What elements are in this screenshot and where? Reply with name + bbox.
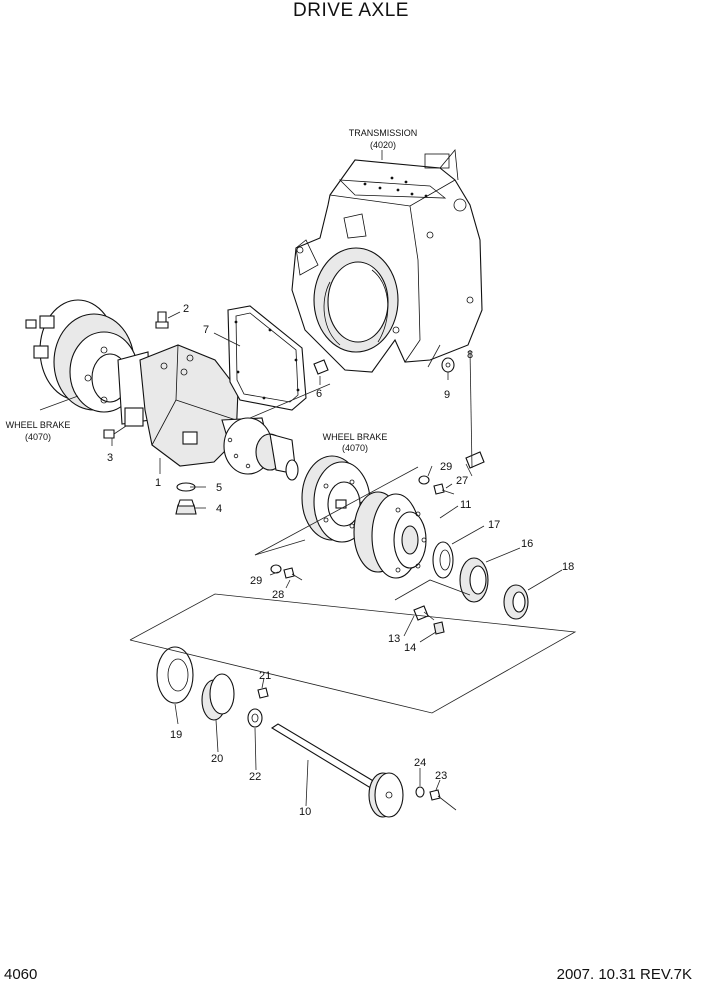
callout-19: 19 [170, 729, 182, 741]
svg-text:(4070): (4070) [25, 432, 51, 442]
pin-6 [313, 359, 329, 375]
axle-housing [117, 344, 299, 481]
callout-10: 10 [299, 806, 311, 818]
page-number: 4060 [4, 966, 38, 983]
assembly-guide-lines [129, 344, 577, 714]
bolt-27 [433, 483, 455, 495]
callout-28: 28 [272, 589, 284, 601]
bolt-3 [103, 425, 127, 439]
callout-24: 24 [414, 757, 426, 769]
svg-text:(4020): (4020) [370, 140, 396, 150]
bolt-8 [465, 451, 485, 477]
bolt-23 [429, 789, 457, 811]
callout-5: 5 [216, 482, 222, 494]
nut-14 [433, 621, 445, 635]
bearing-16 [459, 557, 489, 603]
callout-8: 8 [467, 349, 473, 361]
revision-date: 2007. 10.31 REV.7K [556, 966, 692, 983]
callout-1: 1 [155, 477, 161, 489]
svg-text:(4070): (4070) [342, 443, 368, 453]
callout-11: 11 [460, 499, 471, 511]
wheel-brake-center-reference-label: WHEEL BRAKE (4070) [323, 432, 388, 453]
callout-3: 3 [107, 452, 113, 464]
callout-23: 23 [435, 770, 447, 782]
callout-16: 16 [521, 538, 533, 550]
stud-13 [413, 605, 435, 621]
callout-2: 2 [183, 303, 189, 315]
oil-seal-17 [432, 541, 454, 579]
retainer-20 [201, 673, 235, 721]
svg-text:WHEEL BRAKE: WHEEL BRAKE [6, 420, 71, 430]
transmission-housing [291, 149, 483, 373]
callout-9: 9 [444, 389, 450, 401]
shim-19 [156, 646, 194, 704]
washer-29-upper [418, 475, 430, 485]
callout-27: 27 [456, 475, 468, 487]
callout-4: 4 [216, 503, 222, 515]
callout-22: 22 [249, 771, 261, 783]
svg-text:TRANSMISSION: TRANSMISSION [349, 128, 418, 138]
washer-24 [415, 786, 425, 798]
breather-plug-2 [155, 311, 169, 329]
svg-text:WHEEL BRAKE: WHEEL BRAKE [323, 432, 388, 442]
gasket-7 [227, 305, 307, 411]
callout-13: 13 [388, 633, 400, 645]
callout-17: 17 [488, 519, 500, 531]
callout-18: 18 [562, 561, 574, 573]
bearing-18 [503, 584, 529, 620]
wheel-brake-left-reference-label: WHEEL BRAKE (4070) [6, 420, 71, 442]
leader-lines [39, 150, 563, 807]
callout-7: 7 [203, 324, 209, 336]
callout-29-lower: 29 [250, 575, 262, 587]
bolt-21 [257, 687, 269, 699]
callout-14: 14 [404, 642, 416, 654]
transmission-reference-label: TRANSMISSION (4020) [349, 128, 418, 150]
plug-4 [175, 499, 197, 515]
callout-21: 21 [259, 670, 271, 682]
page-title: DRIVE AXLE [293, 0, 409, 21]
callout-20: 20 [211, 753, 223, 765]
washer-29-lower [270, 564, 282, 574]
callout-29-upper: 29 [440, 461, 452, 473]
axle-shaft-10 [270, 723, 404, 818]
bolt-28 [283, 567, 303, 581]
callout-6: 6 [316, 388, 322, 400]
washer-9 [441, 357, 455, 373]
washer-22 [247, 708, 263, 728]
wheel-hub-11 [353, 491, 427, 579]
part-number-callouts: 2 7 6 8 9 3 1 5 4 29 27 11 17 16 18 29 2… [107, 303, 574, 818]
